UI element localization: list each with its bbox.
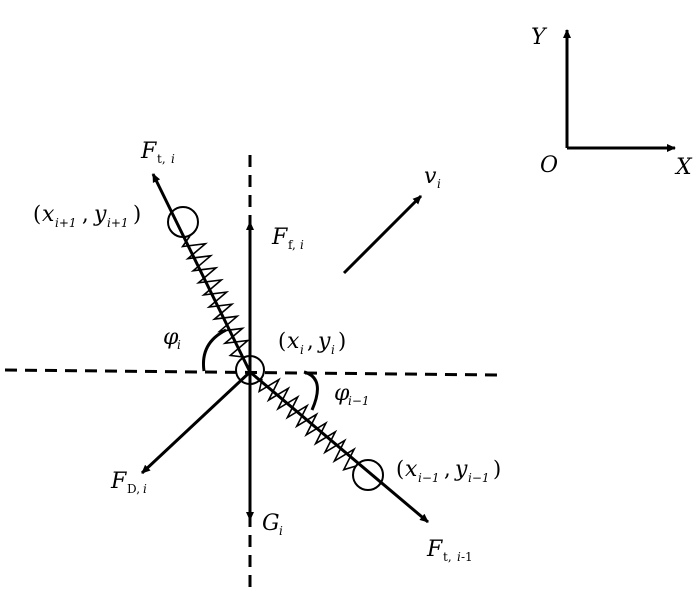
label-coord-i: ( x i , y i ) <box>278 329 346 357</box>
svg-text:,: , <box>307 329 314 353</box>
svg-text:(: ( <box>396 457 404 481</box>
svg-text:x: x <box>42 202 55 227</box>
angle-arc-phi-im1 <box>303 370 319 411</box>
svg-text:(: ( <box>33 202 41 226</box>
svg-text:i−1: i−1 <box>348 394 370 408</box>
svg-text:f,: f, <box>288 238 296 252</box>
svg-text:i−1: i−1 <box>418 471 440 485</box>
spring-lower <box>258 377 357 472</box>
svg-text:t,: t, <box>157 152 166 166</box>
label-g-i: G i <box>262 511 283 538</box>
label-ff-i: F f, i <box>271 225 304 252</box>
svg-text:i: i <box>437 177 441 191</box>
svg-text:F: F <box>110 469 127 494</box>
svg-text:y: y <box>317 329 331 354</box>
velocity-arrow <box>342 194 423 275</box>
angle-arc-phi-i <box>201 328 227 372</box>
svg-text:): ) <box>133 202 141 226</box>
origin-label: O <box>540 153 558 178</box>
node-i <box>235 355 265 385</box>
svg-text:i−1: i−1 <box>468 471 490 485</box>
svg-text:x: x <box>405 457 418 482</box>
label-coord-i-plus-1: ( x i+1 , y i+1 ) <box>33 202 141 230</box>
svg-text:): ) <box>493 457 501 481</box>
force-arrow-ft-im1 <box>249 370 429 524</box>
force-arrow-ft-i <box>151 173 252 373</box>
svg-text:-1: -1 <box>461 550 473 564</box>
svg-text:,: , <box>444 457 451 481</box>
svg-text:D,: D, <box>127 482 140 496</box>
svg-text:i+1: i+1 <box>107 216 129 230</box>
svg-text:φ: φ <box>163 325 179 350</box>
svg-text:y: y <box>93 202 107 227</box>
svg-text:t,: t, <box>443 550 452 564</box>
node-i-minus-1 <box>352 459 384 491</box>
svg-text:φ: φ <box>334 381 350 406</box>
label-coord-i-minus-1: ( x i−1 , y i−1 ) <box>396 457 501 485</box>
svg-text:): ) <box>338 329 346 353</box>
svg-text:i: i <box>177 338 181 352</box>
svg-text:i: i <box>279 524 283 538</box>
x-axis-label: X <box>674 155 693 180</box>
svg-text:F: F <box>140 139 157 164</box>
y-axis-label: Y <box>531 25 548 50</box>
label-phi-i: φ i <box>163 325 181 352</box>
svg-text:G: G <box>262 511 280 536</box>
coordinate-axes: Y O X <box>531 25 693 180</box>
svg-text:y: y <box>454 457 468 482</box>
svg-text:i: i <box>457 550 461 564</box>
label-phi-im1: φ i−1 <box>334 381 370 408</box>
force-arrow-fd-i <box>140 370 252 475</box>
svg-text:i: i <box>300 343 304 357</box>
svg-text:x: x <box>287 329 300 354</box>
svg-text:i: i <box>300 238 304 252</box>
svg-text:(: ( <box>278 329 286 353</box>
svg-text:F: F <box>426 537 443 562</box>
svg-text:i: i <box>331 343 335 357</box>
svg-text:i: i <box>143 482 147 496</box>
label-ft-i: F t, i <box>140 139 175 166</box>
label-v-i: v i <box>424 164 441 191</box>
label-ft-im1: F t, i -1 <box>426 537 473 564</box>
label-fd-i: F D, i <box>110 469 147 496</box>
svg-text:,: , <box>82 202 89 226</box>
svg-text:i+1: i+1 <box>55 216 77 230</box>
svg-text:F: F <box>271 225 288 250</box>
svg-text:v: v <box>424 164 437 189</box>
svg-text:i: i <box>171 152 175 166</box>
node-i-plus-1 <box>167 206 199 238</box>
